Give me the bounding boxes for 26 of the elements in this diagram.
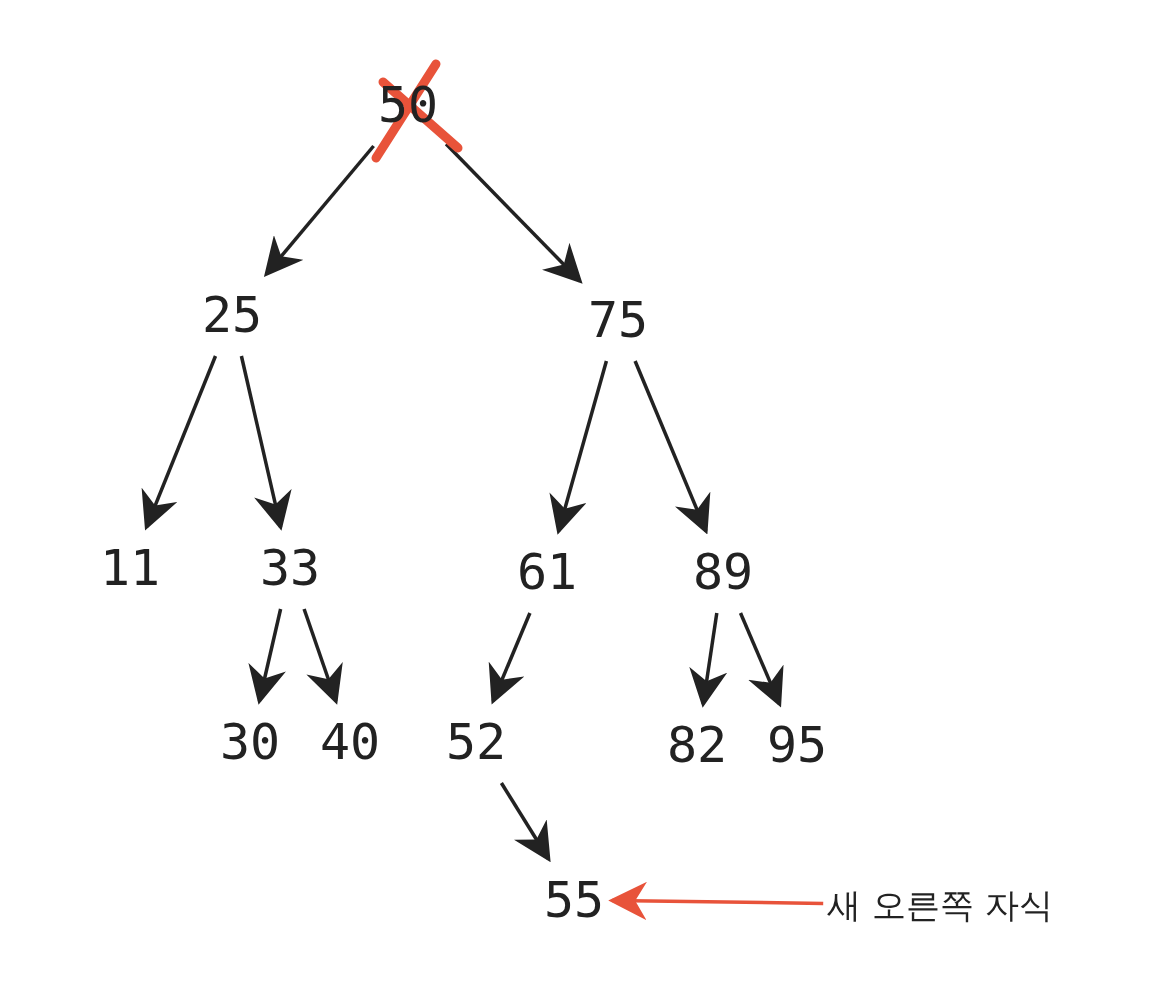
arrow [248,608,286,705]
node-value: 11 [99,539,161,597]
node-value: 25 [201,286,263,344]
arrow [263,144,375,277]
node-value: 61 [516,543,578,601]
arrow [499,782,551,863]
arrow [549,360,609,535]
arrow [608,881,824,921]
arrow [488,612,532,705]
arrow [633,360,711,535]
node-value: 55 [543,871,605,929]
node-value: 95 [766,716,828,774]
node-value: 52 [445,713,507,771]
node-value: 33 [259,539,321,597]
arrow [302,608,343,705]
arrow [689,612,728,708]
node-value: 89 [692,543,754,601]
annotation-text: 새 오른쪽 자식 [827,885,1053,925]
arrow [239,355,292,531]
node-value: 82 [666,716,728,774]
node-value: 30 [219,713,281,771]
node-value: 75 [587,291,649,349]
node-value: 40 [319,713,381,771]
arrow [738,612,784,708]
arrow [141,355,218,531]
arrow [444,142,583,284]
